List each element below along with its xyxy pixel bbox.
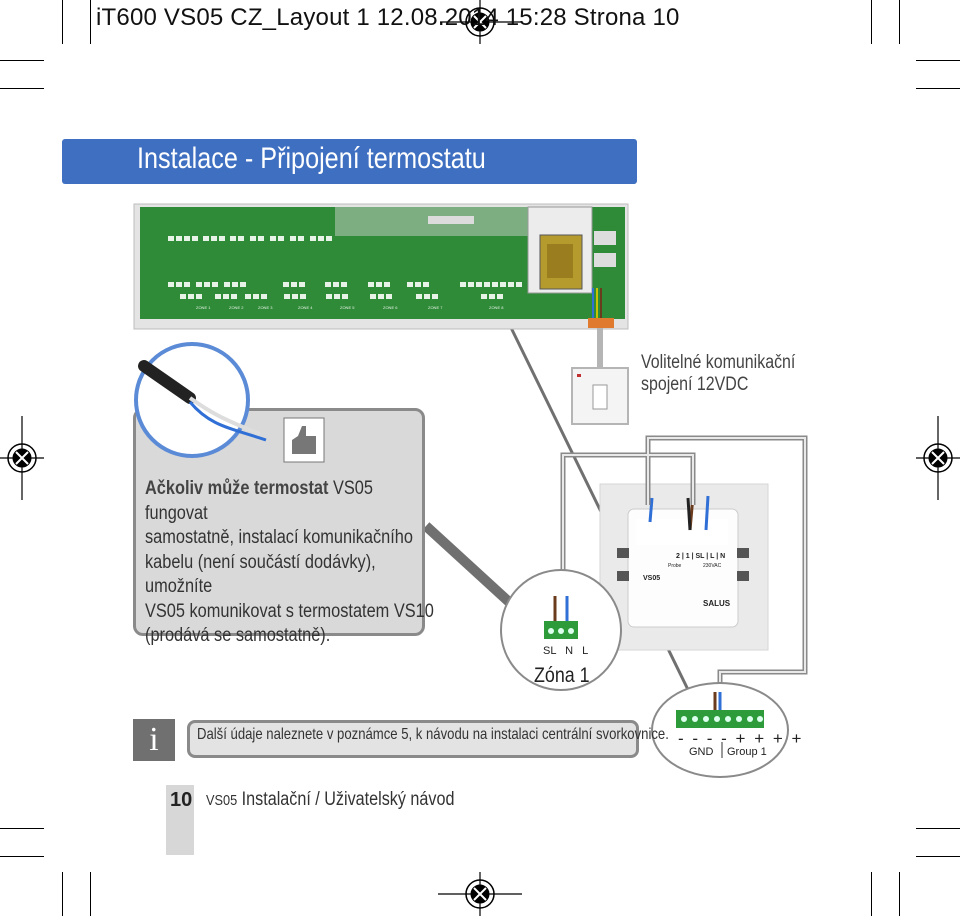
board-terminal-row	[168, 236, 522, 299]
crop-mark	[62, 872, 63, 916]
board-zone-label: ZONE 6	[383, 305, 398, 310]
registration-mark-left-icon	[0, 416, 44, 500]
crop-mark	[916, 828, 960, 829]
registration-mark-right-icon	[916, 416, 960, 500]
title-bar	[62, 139, 637, 184]
optional-connection-line: spojení 12VDC	[641, 374, 749, 395]
crop-mark	[90, 872, 91, 916]
footer-title-text: Instalační / Uživatelský návod	[237, 789, 455, 810]
crop-mark	[899, 0, 900, 44]
info-text: Další údaje naleznete v poznámce 5, k ná…	[197, 726, 669, 743]
wiring-center-board: ZONE 1 ZONE 2 ZONE 3 ZONE 4 ZONE 5 ZONE …	[133, 203, 629, 330]
note-line: kabelu (není součástí dodávky), umožníte	[145, 551, 376, 598]
note-text: Ačkoliv může termostat VS05 fungovat sam…	[145, 477, 437, 649]
board-zone-label: ZONE 8	[489, 305, 504, 310]
registration-mark-top-icon	[440, 0, 522, 44]
board-zone-labels: ZONE 1 ZONE 2 ZONE 3 ZONE 4 ZONE 5 ZONE …	[196, 305, 504, 310]
crop-mark	[0, 856, 44, 857]
board-zone-label: ZONE 7	[428, 305, 443, 310]
crop-mark	[916, 856, 960, 857]
board-zone-label: ZONE 4	[298, 305, 313, 310]
note-lead: Ačkoliv může termostat	[145, 478, 329, 499]
cable-closeup-illustration	[134, 342, 325, 463]
print-header: iT600 VS05 CZ_Layout 1 12.08.2014 15:28 …	[96, 4, 680, 31]
group-terminal-symbols: - - - - + + + +	[678, 729, 804, 748]
info-icon: i	[133, 719, 175, 761]
crop-mark	[0, 60, 44, 61]
thumbs-up-icon	[292, 426, 316, 454]
crop-mark	[90, 0, 91, 44]
group-terminal-callout	[651, 682, 789, 778]
crop-mark	[916, 88, 960, 89]
optional-connection-label: Volitelné komunikační spojení 12VDC	[641, 352, 795, 396]
page-tab	[166, 785, 194, 855]
board-zone-label: ZONE 3	[258, 305, 273, 310]
note-line: samostatně, instalací komunikačního	[145, 527, 413, 548]
info-panel	[187, 720, 639, 758]
optional-connection-line: Volitelné komunikační	[641, 352, 796, 373]
wall-switch	[571, 367, 629, 425]
pointer-line	[422, 522, 524, 616]
note-line: (prodává se samostatně).	[145, 625, 331, 646]
crop-mark	[916, 60, 960, 61]
crop-mark	[899, 872, 900, 916]
note-line: VS05 fungovat	[145, 478, 373, 524]
device-probe-label: Probe	[668, 563, 682, 569]
crop-mark	[0, 88, 44, 89]
note-line: VS05 komunikovat s termostatem VS10	[145, 600, 434, 622]
device-brand-label: SALUS	[703, 599, 731, 608]
zone-terminal-labels: SL N L	[543, 645, 589, 657]
page-title: Instalace - Připojení termostatu	[137, 142, 486, 175]
device-model-label: VS05	[643, 575, 660, 582]
registration-mark-bottom-icon	[438, 872, 522, 916]
crop-mark	[62, 0, 63, 44]
zone-name: Zóna 1	[534, 664, 590, 687]
thermostat-device: 2 | 1 | SL | L | N Probe 230VAC VS05 SAL…	[599, 483, 769, 651]
board-zone-label: ZONE 1	[196, 305, 211, 310]
zone-terminal-callout	[500, 569, 622, 691]
gnd-label: GND	[689, 746, 714, 758]
board-zone-label: ZONE 2	[229, 305, 244, 310]
crop-mark	[0, 828, 44, 829]
footer-model: VS05	[206, 792, 238, 809]
device-terminal-label: 2 | 1 | SL | L | N	[676, 553, 725, 560]
footer-title: VS05 Instalační / Uživatelský návod	[206, 789, 454, 811]
board-zone-label: ZONE 5	[340, 305, 355, 310]
device-power-label: 230VAC	[703, 563, 722, 569]
group-label: Group 1	[727, 746, 767, 758]
page-number: 10	[170, 789, 193, 811]
crop-mark	[871, 872, 872, 916]
crop-mark	[871, 0, 872, 44]
